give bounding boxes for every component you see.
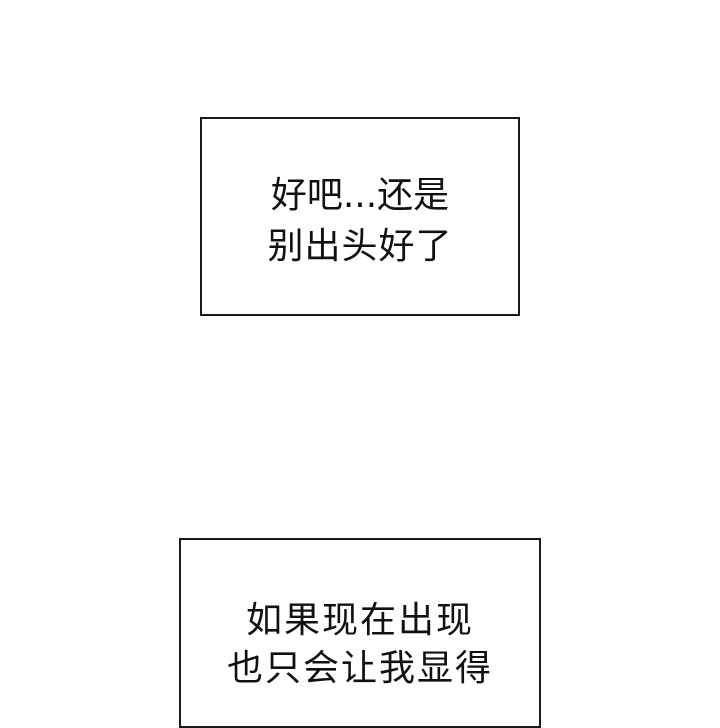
caption-line-1: 好吧...还是: [270, 175, 450, 216]
caption-line-2: 别出头好了: [267, 226, 453, 267]
caption-box-2: 如果现在出现 也只会让我显得: [179, 538, 541, 728]
caption-line-1: 如果现在出现: [245, 600, 474, 641]
caption-line-2: 也只会让我显得: [226, 648, 493, 689]
caption-box-1: 好吧...还是 别出头好了: [200, 117, 520, 316]
